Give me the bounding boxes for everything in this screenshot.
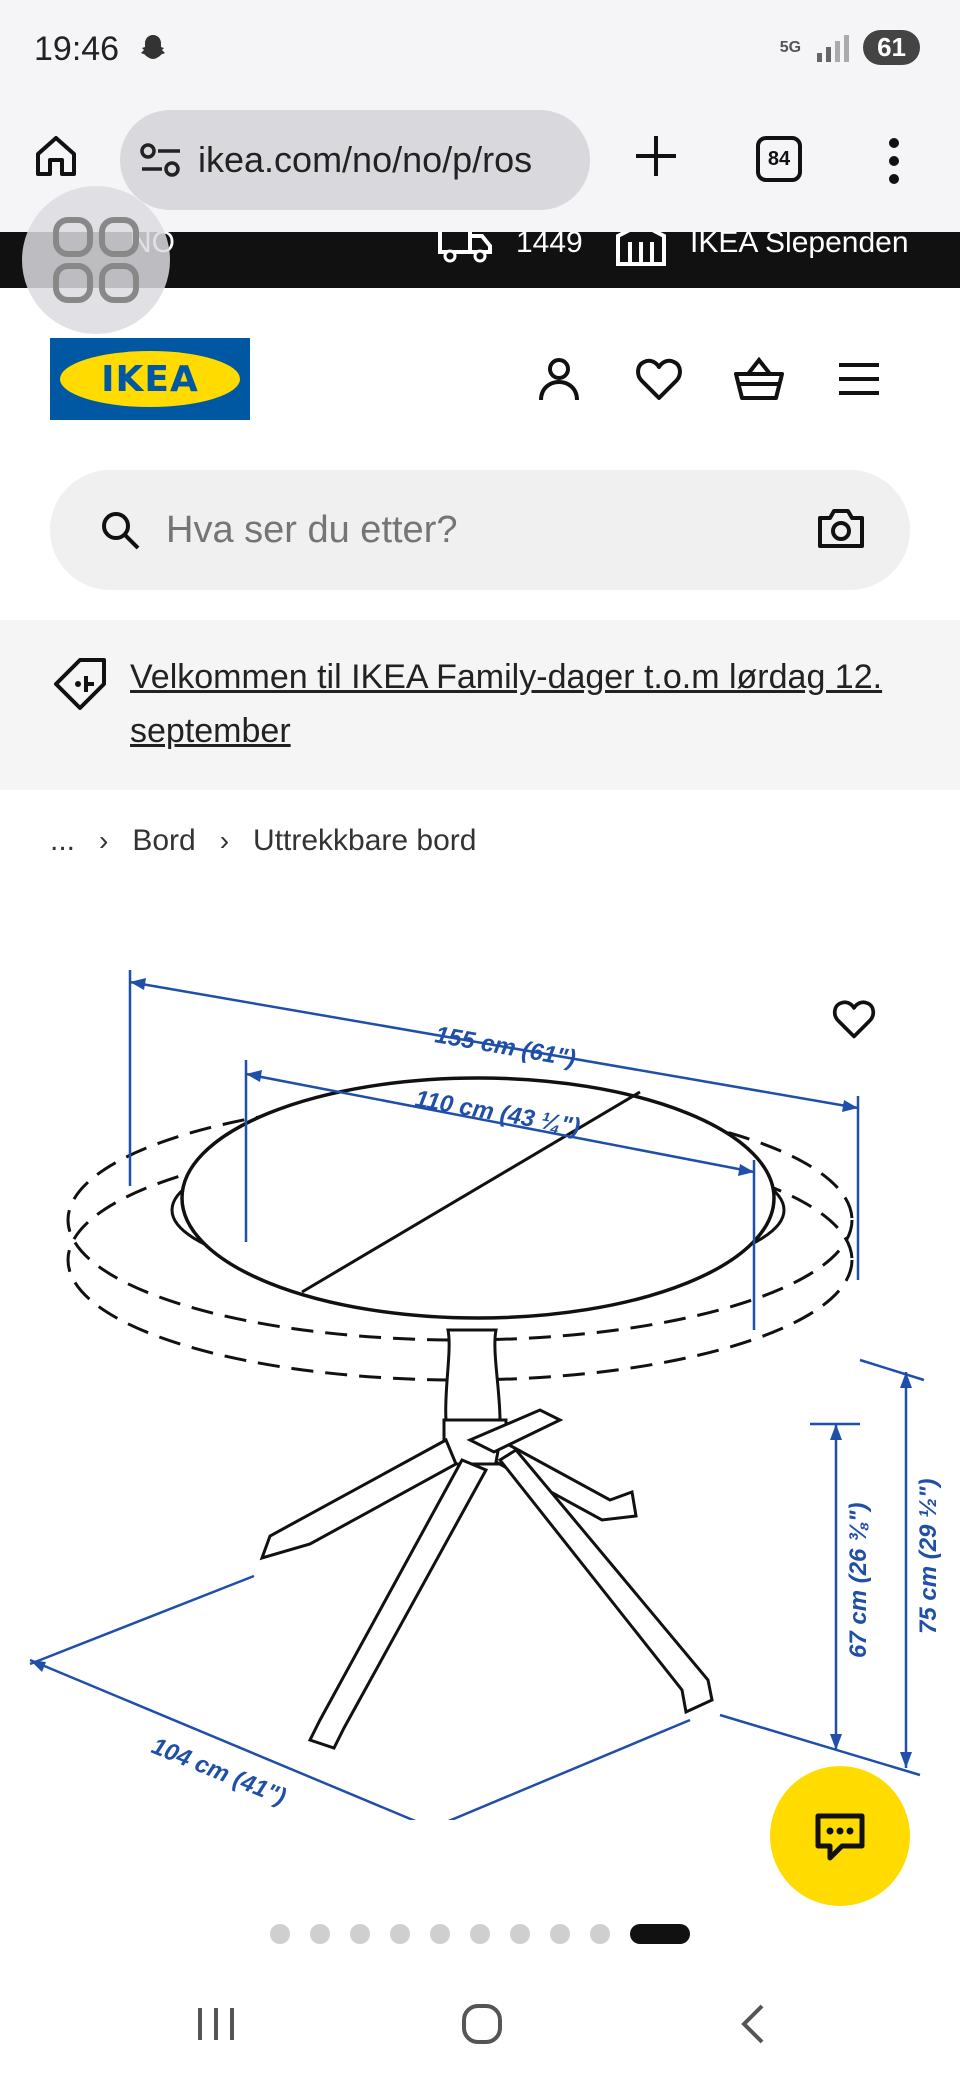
battery-level: 61 bbox=[863, 30, 920, 65]
chat-support-button[interactable] bbox=[770, 1766, 910, 1906]
table-leg bbox=[307, 1458, 489, 1750]
plus-icon bbox=[636, 136, 676, 176]
breadcrumb-item-bord[interactable]: Bord bbox=[132, 824, 196, 857]
carousel-dot[interactable] bbox=[270, 1924, 290, 1944]
logo-oval: IKEA bbox=[60, 351, 240, 407]
table-leg bbox=[497, 1448, 714, 1715]
carousel-dot[interactable] bbox=[590, 1924, 610, 1944]
signal-icon bbox=[817, 34, 850, 62]
url-text: ikea.com/no/no/p/ros bbox=[198, 139, 533, 180]
basket-icon bbox=[734, 356, 784, 400]
dimension-depth: 104 cm (41") bbox=[148, 1733, 290, 1811]
delivery-postcode[interactable]: 1449 bbox=[516, 232, 583, 259]
tab-switcher-button[interactable]: 84 bbox=[756, 136, 802, 182]
back-button[interactable] bbox=[730, 2000, 778, 2053]
more-vertical-icon bbox=[889, 138, 899, 184]
chat-bubble-icon bbox=[815, 1813, 865, 1861]
account-button[interactable] bbox=[530, 350, 588, 408]
status-indicators: 5G 61 bbox=[780, 30, 920, 65]
back-chevron-icon bbox=[741, 2004, 764, 2044]
carousel-dot[interactable] bbox=[350, 1924, 370, 1944]
carousel-dot[interactable] bbox=[510, 1924, 530, 1944]
favourites-button[interactable] bbox=[630, 350, 688, 408]
chevron-right-icon: › bbox=[99, 825, 109, 856]
search-bar[interactable] bbox=[50, 470, 910, 590]
store-icon bbox=[616, 232, 666, 266]
carousel-dot[interactable] bbox=[550, 1924, 570, 1944]
carousel-dot[interactable] bbox=[310, 1924, 330, 1944]
breadcrumb-item-uttrekkbare-bord[interactable]: Uttrekkbare bord bbox=[253, 824, 477, 857]
breadcrumb: ... › Bord › Uttrekkbare bord bbox=[50, 824, 476, 858]
camera-search-icon[interactable] bbox=[816, 506, 866, 550]
table-leg bbox=[259, 1437, 458, 1561]
browser-toolbar: ikea.com/no/no/p/ros 84 bbox=[0, 100, 960, 232]
carousel-dot[interactable] bbox=[390, 1924, 410, 1944]
carousel-dot-active[interactable] bbox=[630, 1924, 690, 1944]
home-nav-button[interactable] bbox=[458, 2000, 506, 2053]
image-carousel-indicator bbox=[270, 1924, 690, 1944]
system-navigation-bar bbox=[0, 1980, 960, 2080]
cart-button[interactable] bbox=[730, 350, 788, 408]
home-icon bbox=[36, 136, 76, 176]
price-tag-icon bbox=[54, 658, 106, 710]
carousel-dot[interactable] bbox=[430, 1924, 450, 1944]
recent-apps-icon bbox=[198, 2008, 234, 2040]
search-icon bbox=[102, 512, 140, 550]
promo-banner: Velkommen til IKEA Family-dager t.o.m lø… bbox=[0, 620, 960, 790]
address-bar[interactable]: ikea.com/no/no/p/ros bbox=[120, 110, 590, 210]
home-circle-icon bbox=[462, 2004, 502, 2044]
heart-icon bbox=[832, 1000, 876, 1039]
table-top bbox=[180, 1076, 776, 1320]
user-icon bbox=[539, 358, 579, 401]
dimension-length: 155 cm (61") bbox=[433, 1021, 578, 1072]
network-type: 5G bbox=[779, 38, 802, 56]
delivery-truck-icon bbox=[438, 232, 492, 263]
ikea-logo[interactable]: IKEA bbox=[50, 338, 250, 420]
search-input[interactable] bbox=[166, 508, 766, 552]
breadcrumb-ellipsis[interactable]: ... bbox=[50, 824, 76, 857]
heart-icon bbox=[636, 358, 682, 400]
snapchat-icon bbox=[141, 35, 165, 59]
status-bar: 19:46 5G 61 bbox=[0, 0, 960, 100]
header-actions bbox=[530, 350, 888, 408]
home-button[interactable] bbox=[30, 130, 82, 187]
promo-link[interactable]: Velkommen til IKEA Family-dager t.o.m lø… bbox=[130, 658, 883, 750]
table-leg bbox=[494, 1437, 638, 1522]
recent-apps-button[interactable] bbox=[192, 2000, 240, 2053]
status-time: 19:46 bbox=[34, 30, 120, 68]
carousel-dot[interactable] bbox=[470, 1924, 490, 1944]
product-dimension-drawing[interactable]: 155 cm (61") 110 cm (43 ¼") 67 cm (26 ⅜"… bbox=[0, 940, 960, 1820]
store-name[interactable]: IKEA Slependen bbox=[690, 232, 909, 259]
add-to-favourites-button[interactable] bbox=[830, 996, 878, 1047]
dimension-height-outer: 75 cm (29 ½") bbox=[915, 1479, 942, 1634]
table-pedestal bbox=[444, 1328, 502, 1422]
dimension-height-inner: 67 cm (26 ⅜") bbox=[845, 1503, 872, 1658]
new-tab-button[interactable] bbox=[628, 128, 684, 189]
floating-apps-button[interactable] bbox=[22, 186, 170, 334]
chevron-right-icon: › bbox=[219, 825, 230, 856]
site-settings-icon[interactable] bbox=[140, 142, 182, 178]
table-split-line bbox=[301, 1090, 641, 1294]
browser-menu-button[interactable] bbox=[884, 136, 904, 191]
main-menu-button[interactable] bbox=[830, 350, 888, 408]
hamburger-menu-icon bbox=[839, 363, 879, 395]
grid-apps-icon bbox=[53, 217, 139, 303]
logo-text: IKEA bbox=[101, 358, 199, 400]
